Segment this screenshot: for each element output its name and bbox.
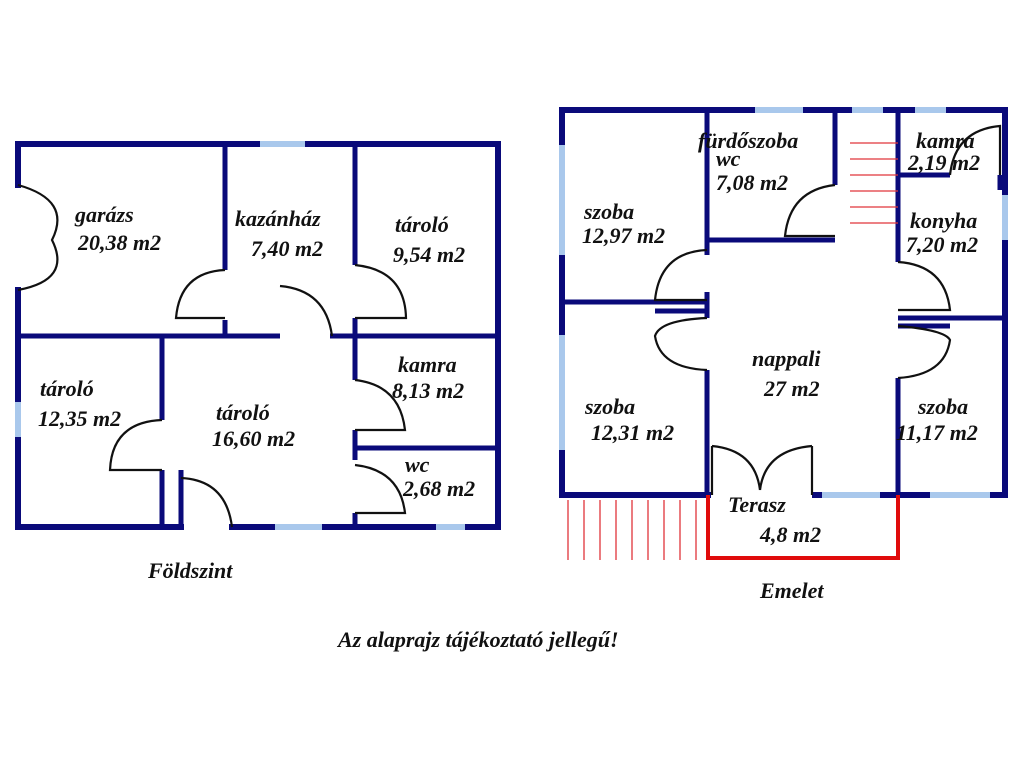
- room-label-pantry: kamra: [398, 352, 457, 377]
- pantry-door: [354, 378, 407, 432]
- room-label-garage: garázs: [74, 202, 134, 227]
- wc-door: [354, 463, 407, 515]
- terrace-outline: [706, 495, 900, 560]
- garage-door: [17, 183, 59, 292]
- ground-floor-caption: Földszint: [147, 558, 233, 583]
- room-area-kitchen: 7,20 m2: [906, 232, 978, 257]
- room-area-bedroom-3: 11,17 m2: [896, 420, 978, 445]
- room-area-terrace: 4,8 m2: [759, 522, 821, 547]
- room-area-storage-3: 16,60 m2: [212, 426, 295, 451]
- staircase: [567, 142, 898, 560]
- entrance-door: [180, 476, 234, 528]
- room-area-pantry: 8,13 m2: [392, 378, 464, 403]
- hall-door: [279, 284, 334, 337]
- room-area-garage: 20,38 m2: [77, 230, 161, 255]
- room-label-pantry-upper: kamra: [916, 128, 975, 153]
- bath-door: [783, 183, 836, 238]
- room-area-boiler: 7,40 m2: [251, 236, 323, 261]
- storage-door: [354, 263, 408, 320]
- pantry-door-upper: [948, 124, 1002, 176]
- room-label-terrace: Terasz: [728, 492, 786, 517]
- room-1-door: [653, 248, 708, 302]
- room-label-living: nappali: [752, 346, 821, 371]
- room-label-bathroom: fürdőszoba: [698, 128, 798, 153]
- terrace-door-left: [711, 444, 762, 491]
- room-label-storage-3: tároló: [216, 400, 270, 425]
- upper-floor-plan: szoba 12,97 m2 fürdőszoba wc 7,08 m2 kam…: [559, 107, 1008, 603]
- room-area-storage-1: 9,54 m2: [393, 242, 465, 267]
- room-label-bathroom-wc: wc: [716, 146, 741, 171]
- ground-floor-plan: garázs 20,38 m2 kazánház 7,40 m2 tároló …: [15, 141, 501, 583]
- room-area-wc: 2,68 m2: [402, 476, 475, 501]
- room-area-storage-2: 12,35 m2: [38, 406, 121, 431]
- room-label-storage-1: tároló: [395, 212, 449, 237]
- terrace-door-right: [758, 444, 813, 491]
- room-label-storage-2: tároló: [40, 376, 94, 401]
- room-label-bedroom-3: szoba: [917, 394, 968, 419]
- room-label-bedroom-2: szoba: [584, 394, 635, 419]
- room-2-door: [653, 316, 708, 372]
- room-label-kitchen: konyha: [910, 208, 977, 233]
- kitchen-door: [897, 260, 952, 312]
- room-area-bedroom-1: 12,97 m2: [582, 223, 665, 248]
- room-label-boiler: kazánház: [235, 206, 321, 231]
- upper-floor-caption: Emelet: [759, 578, 824, 603]
- room-area-bathroom: 7,08 m2: [716, 170, 788, 195]
- room-3-door: [897, 324, 952, 380]
- room-label-bedroom-1: szoba: [583, 199, 634, 224]
- left-storage-door: [108, 418, 163, 472]
- boiler-door: [174, 268, 226, 320]
- disclaimer-text: Az alaprajz tájékoztató jellegű!: [336, 627, 619, 652]
- room-area-pantry-upper: 2,19 m2: [907, 150, 980, 175]
- terrace-door-frame: [710, 446, 814, 495]
- room-label-wc: wc: [405, 452, 430, 477]
- room-area-living: 27 m2: [763, 376, 820, 401]
- room-area-bedroom-2: 12,31 m2: [591, 420, 674, 445]
